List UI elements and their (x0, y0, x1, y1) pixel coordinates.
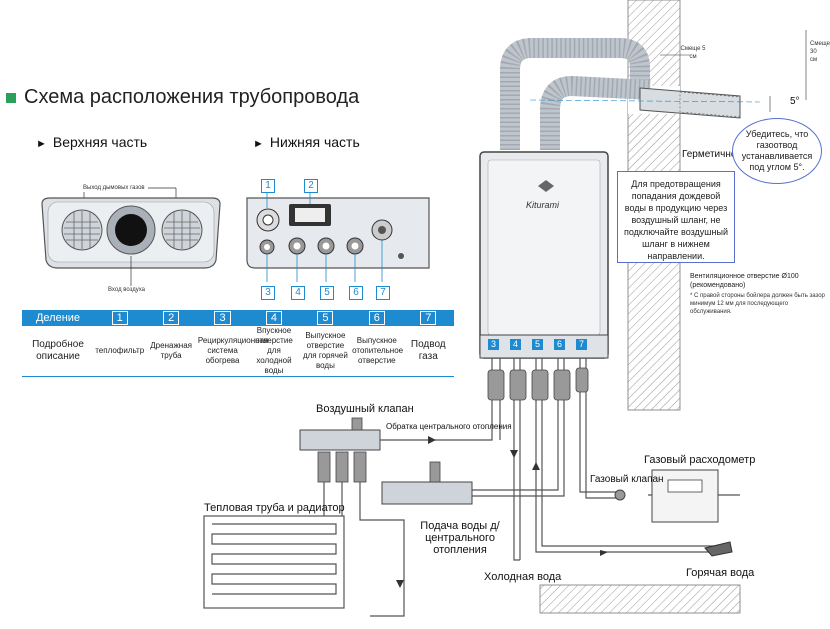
radiator-coil (203, 482, 405, 617)
legend-num-1: 1 (94, 310, 146, 326)
boiler-brand: Kiturami (526, 200, 560, 210)
boiler-port-5: 5 (532, 339, 543, 350)
vent-small-note: * С правой стороны бойлера должен быть з… (690, 293, 825, 315)
legend-row-label: Подробное описание (22, 326, 94, 377)
legend-num-2: 2 (145, 310, 197, 326)
hot-water-label: Горячая вода (686, 567, 755, 579)
return-manifold (299, 429, 381, 451)
connection-7-marker: 7 (376, 286, 390, 300)
tightness-label: Герметичность (682, 149, 752, 160)
boiler-port-7: 7 (576, 339, 587, 350)
boiler-port-4: 4 (510, 339, 521, 350)
air-inlet-label: Вход воздуха (105, 286, 149, 294)
flue-pipe (639, 87, 741, 119)
legend-num-7: 7 (402, 310, 454, 326)
legend-desc-3: Рециркуляционная система обогрева (196, 326, 268, 377)
connection-1-marker: 1 (261, 179, 275, 193)
legend-desc-6: Выпускное отопительное отверстие (351, 326, 403, 377)
tap-icon (704, 541, 733, 557)
legend-num-5: 5 (299, 310, 352, 326)
vent-note: Вентиляционное отверстие Ø100 (рекомендо… (690, 273, 799, 289)
rainwater-note: Для предотвращения попадания дождевой во… (617, 171, 735, 263)
angle-note-bubble: Убедитесь, что газоотвод устанавливается… (732, 118, 822, 184)
supply-manifold (381, 481, 473, 505)
title-bullet (6, 93, 16, 103)
boiler-port-6: 6 (554, 339, 565, 350)
gas-meter (651, 469, 719, 523)
legend-desc-7: Подвод газа (402, 326, 454, 377)
legend-desc-1: теплофильтр (94, 326, 146, 377)
boiler-bottom-view (246, 188, 430, 282)
gas-valve-label: Газовый клапан (590, 474, 664, 485)
connection-5-marker: 5 (320, 286, 334, 300)
connection-6-marker: 6 (349, 286, 363, 300)
air-hose (500, 38, 650, 150)
offset-30cm-label: Смеще 30 см (810, 41, 830, 63)
legend-num-6: 6 (351, 310, 403, 326)
floor (539, 584, 741, 614)
connections-legend-table: Деление 1 2 3 4 5 6 7 Подробное описание… (22, 310, 454, 377)
connection-3-marker: 3 (261, 286, 275, 300)
legend-desc-4: Впускное отверстие для холодной воды (248, 326, 300, 377)
air-valve-label: Воздушный клапан (316, 403, 414, 415)
heat-pipe-label: Тепловая труба и радиатор (204, 502, 345, 514)
legend-num-3: 3 (196, 310, 249, 326)
connection-4-marker: 4 (291, 286, 305, 300)
legend-description-row: Подробное описание теплофильтр Дренажная… (22, 326, 454, 377)
legend-header-label: Деление (22, 310, 94, 326)
lower-part-heading: ►Нижняя часть (253, 134, 360, 150)
angle-label: 5° (790, 96, 800, 107)
legend-desc-2: Дренажная труба (145, 326, 197, 377)
page-title: Схема расположения трубопровода (24, 86, 360, 108)
supply-heating-label: Подача воды д/ центрального отопления (420, 520, 500, 556)
upper-part-heading: ►Верхняя часть (36, 134, 148, 150)
legend-num-4: 4 (248, 310, 300, 326)
offset-5cm-label: Смеще 5 см (680, 46, 706, 60)
flue-outlet-label: Выход дымовых газов (80, 184, 148, 192)
connection-2-marker: 2 (304, 179, 318, 193)
gas-valve-icon (614, 489, 626, 501)
legend-desc-5: Выпускное отверстие для горячей воды (299, 326, 352, 377)
boiler-port-3: 3 (488, 339, 499, 350)
cold-water-label: Холодная вода (484, 571, 562, 583)
return-heating-label: Обратка центрального отопления (386, 422, 512, 431)
boiler-top-view (41, 187, 221, 286)
gas-meter-label: Газовый расходометр (644, 454, 756, 466)
legend-header-row: Деление 1 2 3 4 5 6 7 (22, 310, 454, 326)
